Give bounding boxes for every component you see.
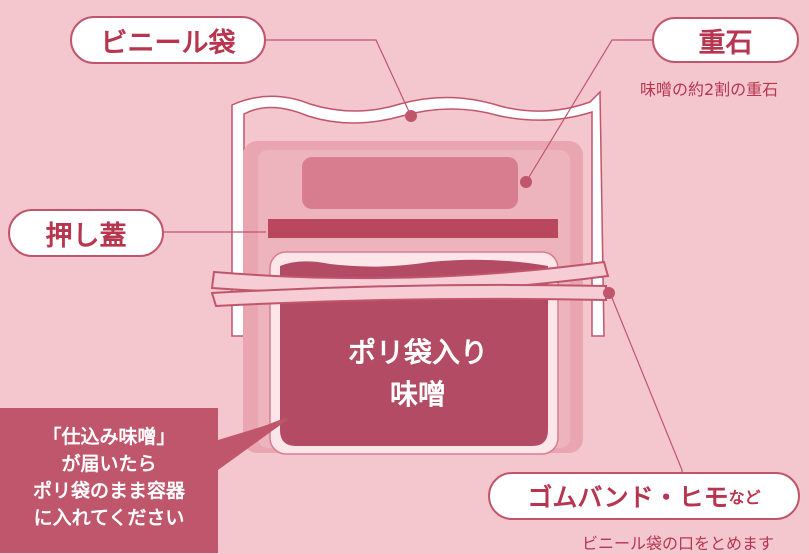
center-label-line1: ポリ袋入り: [347, 336, 488, 369]
label-vinyl-bag: ビニール袋: [70, 16, 266, 64]
leader-line-bag: [265, 39, 412, 117]
instruction-callout: 「仕込み味噌」 が届いたら ポリ袋のまま容器 に入れてください: [0, 408, 218, 553]
callout-line-2: が届いたら: [61, 453, 157, 475]
callout-line-1: 「仕込み味噌」: [42, 426, 176, 448]
center-label-line2: 味噌: [389, 378, 446, 411]
dot-weight: [520, 176, 532, 188]
press-lid: [268, 219, 558, 238]
label-rubber-band-main: ゴムバンド・ヒモ: [527, 483, 729, 512]
dot-band: [603, 287, 615, 299]
callout-line-3: ポリ袋のまま容器: [32, 480, 185, 502]
weight-note: 味噌の約2割の重石: [640, 80, 779, 99]
callout-line-4: に入れてください: [33, 507, 185, 529]
leader-line-weight: [525, 39, 652, 183]
rubber-band: [210, 260, 610, 308]
dot-bag: [405, 110, 417, 122]
label-lid: 押し蓋: [8, 209, 164, 257]
label-rubber-band-suffix: など: [728, 488, 761, 507]
weight-stone: [302, 157, 518, 209]
label-weight: 重石: [652, 17, 799, 63]
callout-pointer: [218, 418, 290, 470]
center-label: ポリ袋入り 味噌: [318, 332, 518, 416]
band-note: ビニール袋の口をとめます: [582, 534, 775, 553]
vinyl-bag-outline: [231, 90, 605, 337]
label-rubber-band: ゴムバンド・ヒモ など: [488, 472, 800, 520]
miso-poly-bag: [280, 259, 548, 446]
